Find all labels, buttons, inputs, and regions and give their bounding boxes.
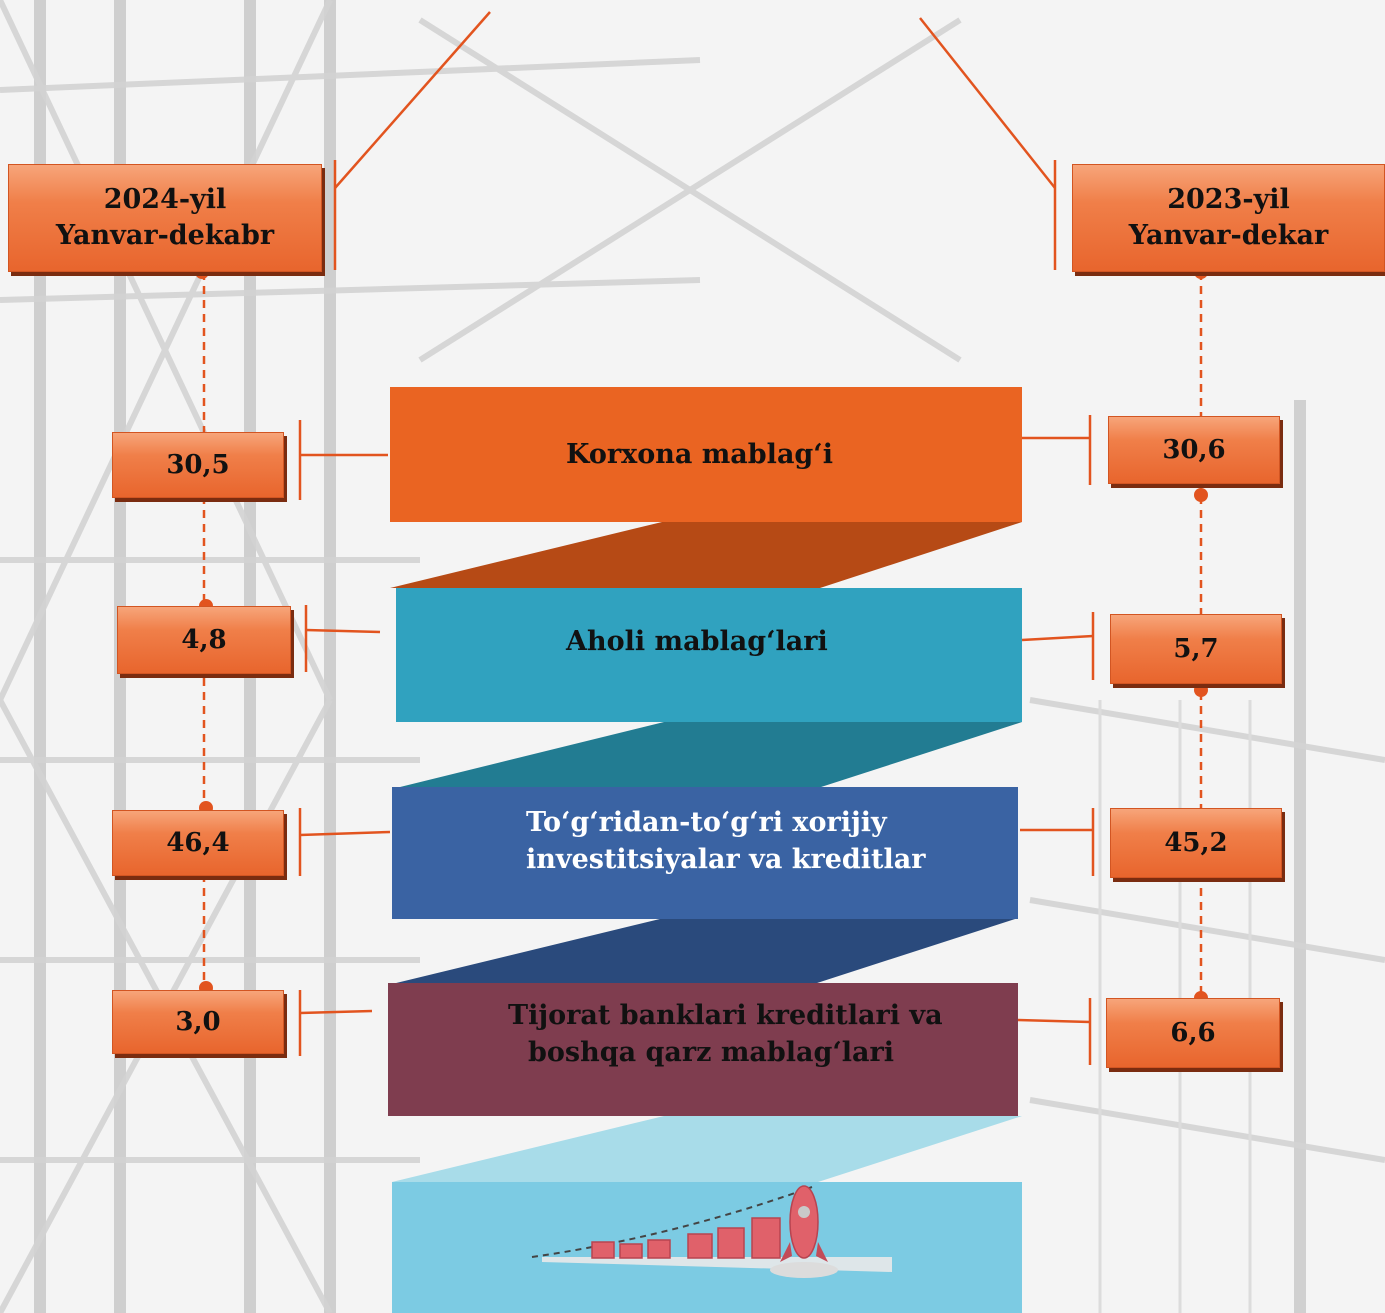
band-tijorat: Tijorat banklari kreditlari va boshqa qa… — [388, 983, 1018, 1116]
band-korxona: Korxona mablag‘i — [390, 387, 1022, 522]
band-aholi-label: Aholi mablag‘lari — [566, 625, 828, 657]
value-2024-aholi: 4,8 — [117, 606, 291, 674]
header-2023: 2023-yil Yanvar-dekar — [1072, 164, 1385, 272]
value-2024-tijorat: 3,0 — [112, 990, 284, 1054]
header-2023-line2: Yanvar-dekar — [1128, 220, 1329, 251]
band-xorijiy-label-line1: To‘g‘ridan-to‘g‘ri xorijiy — [526, 807, 887, 838]
fold-4 — [392, 1116, 1022, 1182]
header-2024-line1: 2024-yil — [103, 184, 227, 215]
band-korxona-label: Korxona mablag‘i — [566, 439, 833, 470]
value-2023-tijorat: 6,6 — [1106, 998, 1280, 1068]
band-aholi: Aholi mablag‘lari — [396, 588, 1022, 722]
value-2024-xorijiy: 46,4 — [112, 810, 284, 876]
band-xorijiy-label-line2: investitsiyalar va kreditlar — [526, 844, 926, 875]
band-tijorat-label-line1: Tijorat banklari kreditlari va — [508, 999, 943, 1031]
value-2023-korxona: 30,6 — [1108, 416, 1280, 484]
rocket-growth-chart-icon — [531, 1185, 892, 1278]
band-tijorat-label-line2: boshqa qarz mablag‘lari — [528, 1036, 895, 1068]
value-2024-korxona: 30,5 — [112, 432, 284, 498]
header-2023-line1: 2023-yil — [1167, 184, 1290, 215]
value-2023-xorijiy: 45,2 — [1110, 808, 1282, 878]
fold-3 — [392, 918, 1018, 984]
header-2024-line2: Yanvar-dekabr — [55, 220, 275, 251]
fold-1 — [390, 522, 1022, 588]
band-bottom-illustration — [392, 1182, 1022, 1313]
band-xorijiy: To‘g‘ridan-to‘g‘ri xorijiy investitsiyal… — [392, 787, 1018, 919]
header-2024: 2024-yil Yanvar-dekabr — [8, 164, 322, 272]
value-2023-aholi: 5,7 — [1110, 614, 1282, 684]
fold-2 — [396, 722, 1022, 788]
